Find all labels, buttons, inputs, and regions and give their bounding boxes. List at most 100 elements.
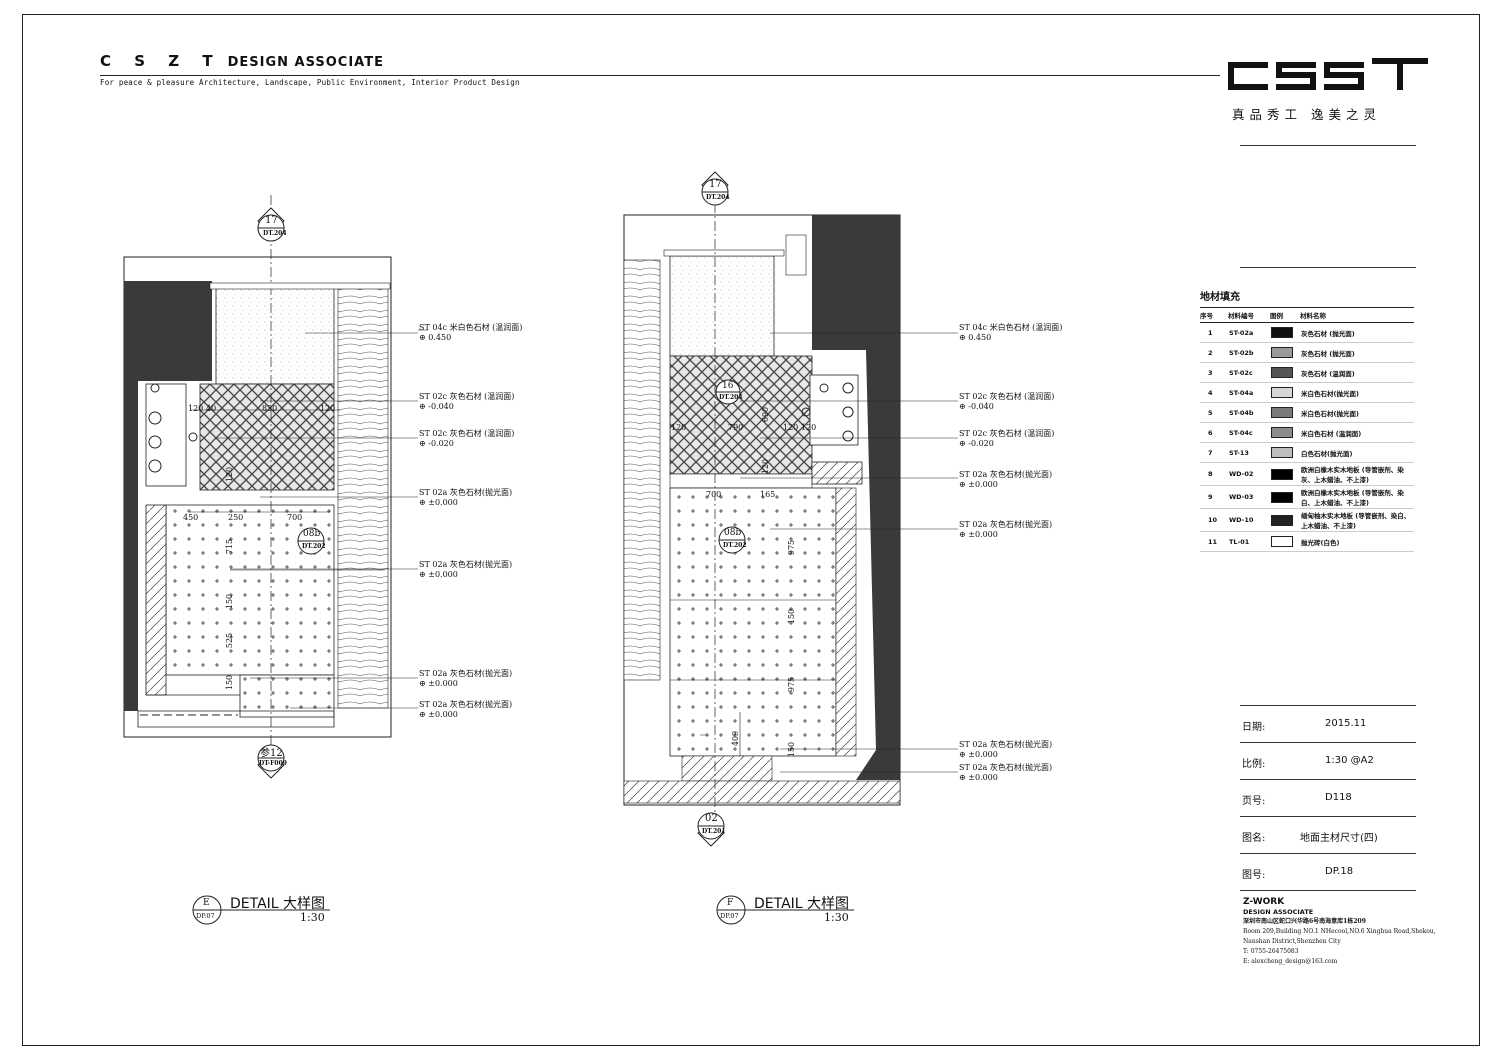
legend-material: 欧洲白橡木实木地板 (导管嵌剂、染灰、上木蜡油、不上漆) bbox=[1300, 462, 1414, 486]
info-label: 页号: bbox=[1242, 796, 1266, 807]
info-label: 图号: bbox=[1242, 870, 1266, 881]
caption-f-title: DETAIL 大样图 bbox=[754, 896, 850, 912]
caption-e-ref: DP.07 bbox=[196, 912, 215, 920]
legend-col-no: 序号 bbox=[1200, 307, 1228, 323]
detail-f-top-ref-sheet: DT.204 bbox=[706, 194, 730, 201]
legend-no: 1 bbox=[1200, 322, 1228, 343]
legend-code: ST-04a bbox=[1228, 382, 1270, 403]
callout-level: ⊕ ±0.000 bbox=[959, 750, 998, 759]
legend-swatch bbox=[1271, 327, 1293, 338]
dim-label: 700 bbox=[706, 490, 722, 499]
detail-f-leaders bbox=[740, 332, 958, 773]
legend-code: WD-10 bbox=[1228, 508, 1270, 532]
legend-material: 白色石材(抛光面) bbox=[1300, 442, 1414, 463]
dim-label: 830 bbox=[262, 404, 278, 413]
legend-material: 灰色石材 (抛光面) bbox=[1300, 342, 1414, 363]
legend-swatch bbox=[1271, 491, 1293, 503]
company-name: Z-WORK bbox=[1243, 897, 1285, 907]
dim-label: 409 bbox=[731, 730, 741, 747]
callout: ST 04c 米白色石材 (温润面) bbox=[959, 323, 1063, 332]
legend-code: ST-13 bbox=[1228, 442, 1270, 463]
legend-code: ST-04c bbox=[1228, 422, 1270, 443]
callout-level: ⊕ ±0.000 bbox=[959, 480, 998, 489]
dim-label: 150 bbox=[225, 674, 235, 691]
dim-label: 150 bbox=[225, 593, 235, 610]
dim-label: 120 bbox=[225, 466, 235, 483]
company-block: Z-WORK DESIGN ASSOCIATE 深圳市南山区蛇口兴华路6号南海意… bbox=[1243, 897, 1443, 967]
detail-e-mid-ref-num: 08b bbox=[303, 529, 321, 539]
legend-col-pattern: 图例 bbox=[1270, 307, 1300, 323]
legend-no: 4 bbox=[1200, 382, 1228, 403]
legend-swatch-cell bbox=[1270, 422, 1300, 443]
legend-swatch-cell bbox=[1270, 508, 1300, 532]
info-label: 日期: bbox=[1242, 722, 1266, 733]
detail-f-bottom-ref-sheet: DT.201 bbox=[702, 828, 726, 835]
detail-f-bottom-ref bbox=[697, 812, 725, 847]
legend-material: 欧洲白橡木实木地板 (导管嵌剂、染白、上木蜡油、不上漆) bbox=[1300, 485, 1414, 509]
detail-e-bottom-ref-num: 参12 bbox=[260, 748, 283, 759]
company-sub: DESIGN ASSOCIATE bbox=[1243, 908, 1314, 916]
callout: ST 02a 灰色石材(抛光面) bbox=[419, 700, 513, 709]
callout-level: ⊕ ±0.000 bbox=[419, 498, 458, 507]
legend-no: 2 bbox=[1200, 342, 1228, 363]
detail-e-bottom-ref-sheet: DT-F009 bbox=[259, 760, 287, 767]
legend-swatch bbox=[1271, 468, 1293, 480]
detail-e-mid-ref bbox=[297, 527, 325, 555]
callout: ST 02c 灰色石材 (温润面) bbox=[419, 392, 515, 401]
legend-swatch bbox=[1271, 536, 1293, 547]
legend-no: 5 bbox=[1200, 402, 1228, 423]
info-row-date: 日期: 2015.11 bbox=[1240, 706, 1416, 743]
detail-e-top-ref-num: 17 bbox=[265, 215, 278, 226]
caption-e-marker bbox=[192, 895, 330, 925]
callout: ST 02a 灰色石材(抛光面) bbox=[959, 520, 1053, 529]
legend-material: 缅甸柚木实木地板 (导管嵌剂、染白、上木蜡油、不上漆) bbox=[1300, 508, 1414, 532]
detail-f-top-ref-num: 17 bbox=[709, 179, 722, 190]
legend-no: 10 bbox=[1200, 508, 1228, 532]
dim-label: 120 bbox=[801, 423, 817, 432]
title-block-top-rule bbox=[1240, 705, 1416, 706]
legend-title: 地材填充 bbox=[1200, 292, 1240, 303]
legend-code: ST-02c bbox=[1228, 362, 1270, 383]
callout-level: ⊕ ±0.000 bbox=[419, 710, 458, 719]
callout-level: ⊕ -0.040 bbox=[959, 402, 994, 411]
legend-swatch bbox=[1271, 347, 1293, 358]
dim-label: 250 bbox=[228, 513, 244, 522]
dim-label: 450 bbox=[183, 513, 199, 522]
legend-code: ST-02a bbox=[1228, 322, 1270, 343]
legend-swatch-cell bbox=[1270, 485, 1300, 509]
info-value: 1:30 @A2 bbox=[1325, 755, 1374, 766]
firm-subtitle: For peace & pleasure Architecture, Lands… bbox=[100, 78, 520, 87]
detail-f-mid-ref bbox=[718, 526, 746, 554]
legend-material: 米白色石材(抛光面) bbox=[1300, 382, 1414, 403]
legend-swatch bbox=[1271, 367, 1293, 378]
legend-swatch bbox=[1271, 407, 1293, 418]
callout: ST 02c 灰色石材 (温润面) bbox=[959, 392, 1055, 401]
callout: ST 02a 灰色石材(抛光面) bbox=[419, 669, 513, 678]
caption-f-scale: 1:30 bbox=[824, 911, 849, 924]
detail-e-top-ref bbox=[257, 207, 285, 242]
callout-level: ⊕ ±0.000 bbox=[419, 679, 458, 688]
callout: ST 02a 灰色石材(抛光面) bbox=[419, 488, 513, 497]
legend-swatch-cell bbox=[1270, 462, 1300, 486]
legend-swatch bbox=[1271, 387, 1293, 398]
firm-logo-letters: C S Z T bbox=[100, 52, 222, 70]
callout: ST 02a 灰色石材(抛光面) bbox=[959, 470, 1053, 479]
legend-material: 灰色石材 (温润面) bbox=[1300, 362, 1414, 383]
callout: ST 02a 灰色石材(抛光面) bbox=[959, 740, 1053, 749]
cszt-logo-mark bbox=[1228, 58, 1428, 90]
detail-f-inner-ref-sheet: DT.204 bbox=[719, 394, 743, 401]
detail-f-mid-ref-num: 08b bbox=[724, 528, 742, 538]
caption-e-title: DETAIL 大样图 bbox=[230, 896, 326, 912]
dim-label: 120 bbox=[671, 423, 687, 432]
legend-swatch-cell bbox=[1270, 402, 1300, 423]
title-rule-2 bbox=[1240, 267, 1416, 268]
